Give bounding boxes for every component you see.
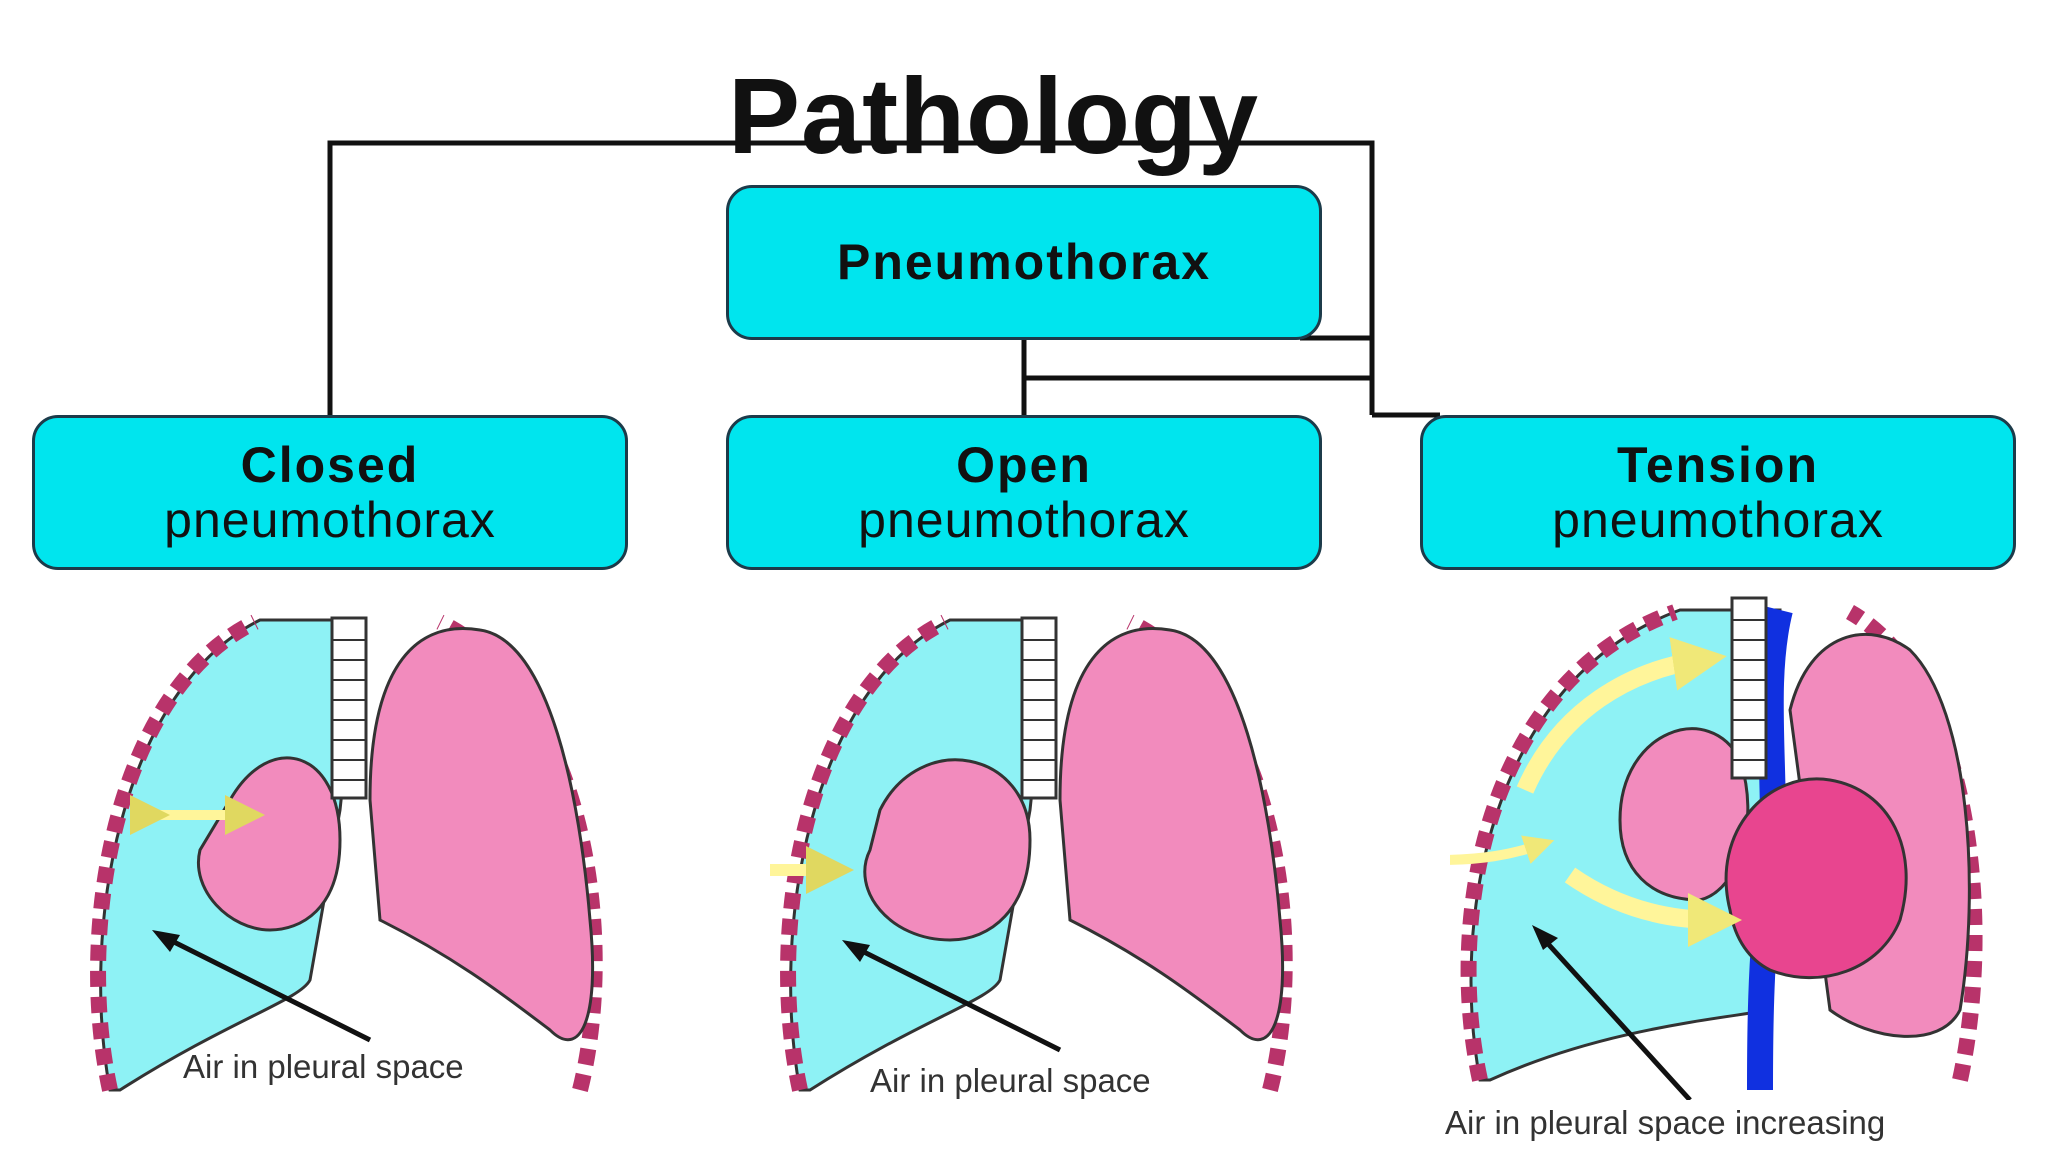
open-caption: Air in pleural space [870,1062,1151,1099]
rib-cage-left [780,614,949,1092]
node-closed-pneumothorax: Closed pneumothorax [32,415,628,570]
right-lung [1058,627,1285,1042]
node-tension-pneumothorax: Tension pneumothorax [1420,415,2016,570]
rib-cage-left [90,614,259,1092]
pointer-arrow [848,942,1062,1053]
connector-outer [327,140,1375,415]
node-closed-name: Closed [240,436,420,493]
trachea [330,616,368,800]
collapsed-left-lung [863,758,1032,942]
trachea [1730,596,1768,780]
closed-lung-illustration [90,614,603,1092]
air-entry-arrow [1450,835,1555,865]
trachea [1020,616,1058,800]
root-node-pneumothorax: Pneumothorax [726,185,1322,340]
tension-lung-illustration [1450,596,1983,1100]
air-shift-arrow-upper [1516,637,1727,794]
rib-cage-left [1460,604,1678,1082]
tension-caption: Air in pleural space increasing [1445,1104,1886,1141]
page-title: Pathology [728,55,1260,176]
node-open-pneumothorax: Open pneumothorax [726,415,1322,570]
right-lung [368,627,595,1042]
closed-caption: Air in pleural space [183,1048,464,1085]
node-open-sub: pneumothorax [858,491,1190,548]
node-tension-name: Tension [1617,436,1819,493]
open-lung-illustration [770,614,1293,1092]
root-node-label: Pneumothorax [836,234,1212,290]
node-tension-sub: pneumothorax [1552,491,1884,548]
node-open-name: Open [956,436,1092,493]
air-shift-arrow-lower [1564,867,1742,947]
pointer-arrow [158,932,372,1043]
node-closed-sub: pneumothorax [164,491,496,548]
pointer-arrow [1538,933,1692,1100]
heart [1724,777,1908,980]
